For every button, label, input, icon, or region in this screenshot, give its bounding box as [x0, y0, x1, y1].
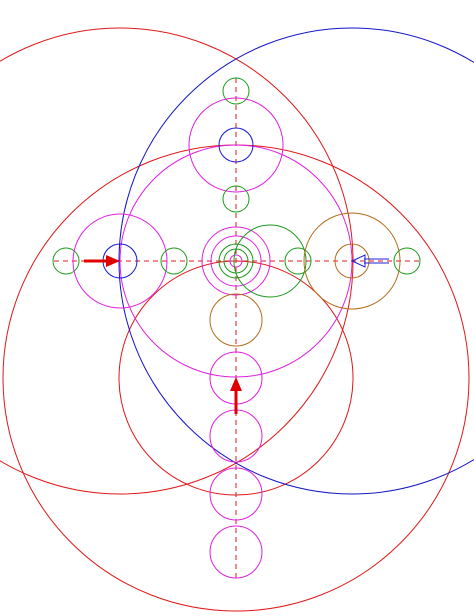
- right-brown-medium-circle: [303, 212, 401, 310]
- lower-magenta-circle-3: [209, 467, 263, 521]
- lower-magenta-circle-4: [209, 525, 263, 579]
- top-small-circle: [222, 77, 250, 105]
- left-small-circle: [52, 247, 80, 275]
- right-inner-small-circle: [284, 247, 312, 275]
- center-circle-core: [229, 254, 243, 268]
- upper-small-circle: [222, 185, 250, 213]
- top-inner-circle: [218, 127, 254, 163]
- top-medium-circle: [188, 97, 284, 193]
- lower-magenta-circle-2: [209, 409, 263, 463]
- right-small-circle: [393, 247, 421, 275]
- right-arrow-icon: [350, 254, 389, 268]
- left-inner-small-circle: [160, 247, 188, 275]
- lower-brown-circle: [209, 293, 263, 347]
- left-arrow-icon: [84, 255, 120, 267]
- center-circle-ring: [218, 243, 254, 279]
- center-circle-middle: [210, 235, 262, 287]
- medium-circle-lower: [118, 260, 354, 496]
- left-medium-circle: [72, 213, 168, 309]
- right-green-medium-circle: [233, 224, 307, 298]
- right-brown-inner-circle: [334, 243, 370, 279]
- center-circle-outer: [201, 226, 271, 296]
- bottom-arrow-icon: [230, 377, 242, 414]
